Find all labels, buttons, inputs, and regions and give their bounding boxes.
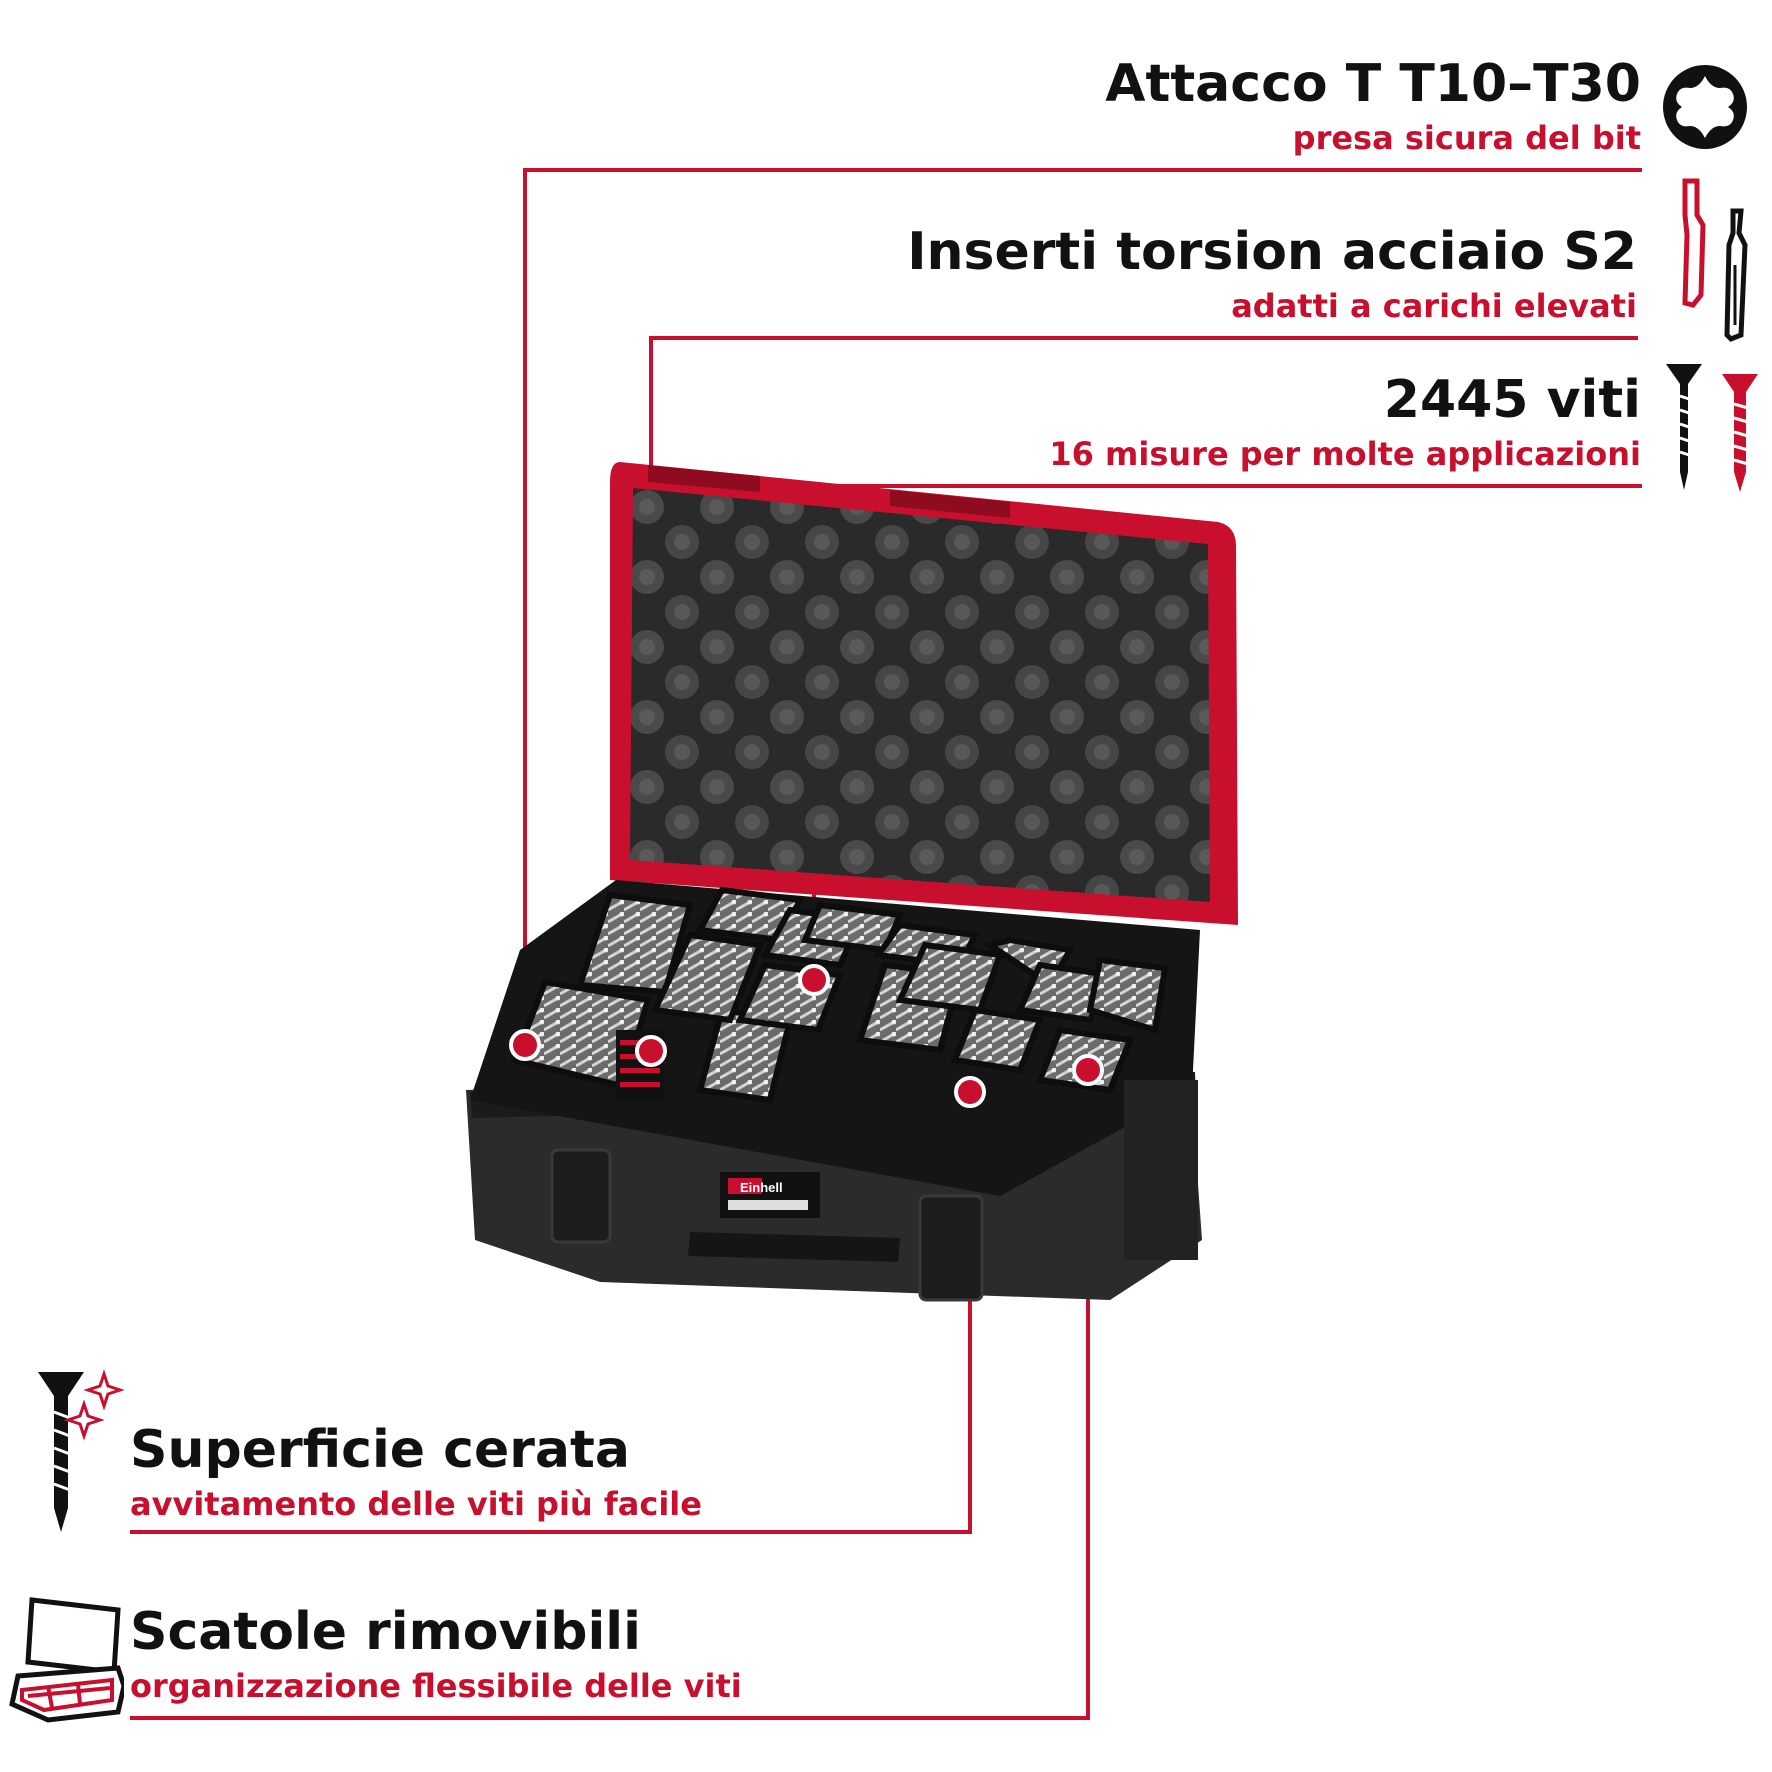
- feature-bits: Inserti torsion acciaio S2 adatti a cari…: [907, 226, 1637, 322]
- feature-waxed: Superficie cerata avvitamento delle viti…: [130, 1424, 702, 1520]
- callout-dots: [509, 964, 1104, 1108]
- feature-subtitle: presa sicura del bit: [1292, 119, 1641, 157]
- callout-dot-torx: [509, 1029, 541, 1061]
- organizer-case-icon: [9, 1597, 124, 1723]
- brand-label: Einhell: [740, 1180, 783, 1195]
- case-lid: [610, 462, 1238, 925]
- feature-title: Inserti torsion acciaio S2: [907, 222, 1637, 282]
- feature-boxes: Scatole rimovibili organizzazione flessi…: [130, 1606, 742, 1702]
- feature-subtitle: adatti a carichi elevati: [1231, 287, 1637, 325]
- feature-subtitle: avvitamento delle viti più facile: [130, 1485, 702, 1523]
- feature-title: Attacco T T10–T30: [1105, 54, 1641, 114]
- screwdriver-bits-icon: [1682, 178, 1748, 342]
- torx-star-icon: [1663, 65, 1747, 149]
- callout-dot-bits: [635, 1035, 667, 1067]
- feature-screws: 2445 viti 16 misure per molte applicazio…: [1049, 374, 1641, 470]
- callout-dot-screws: [798, 964, 830, 996]
- feature-subtitle: 16 misure per molte applicazioni: [1049, 435, 1641, 473]
- callout-line-torx: [523, 168, 1642, 1045]
- feature-subtitle: organizzazione flessibile delle viti: [130, 1667, 742, 1705]
- feature-torx: Attacco T T10–T30 presa sicura del bit: [1105, 58, 1641, 154]
- sparkling-screw-icon: [38, 1369, 124, 1532]
- callout-dot-waxed: [954, 1076, 986, 1108]
- feature-title: Superficie cerata: [130, 1420, 630, 1480]
- feature-title: 2445 viti: [1383, 370, 1641, 430]
- screws-icon: [1666, 364, 1758, 492]
- feature-title: Scatole rimovibili: [130, 1602, 641, 1662]
- callout-dot-boxes: [1072, 1054, 1104, 1086]
- case-body: Einhell: [466, 880, 1202, 1302]
